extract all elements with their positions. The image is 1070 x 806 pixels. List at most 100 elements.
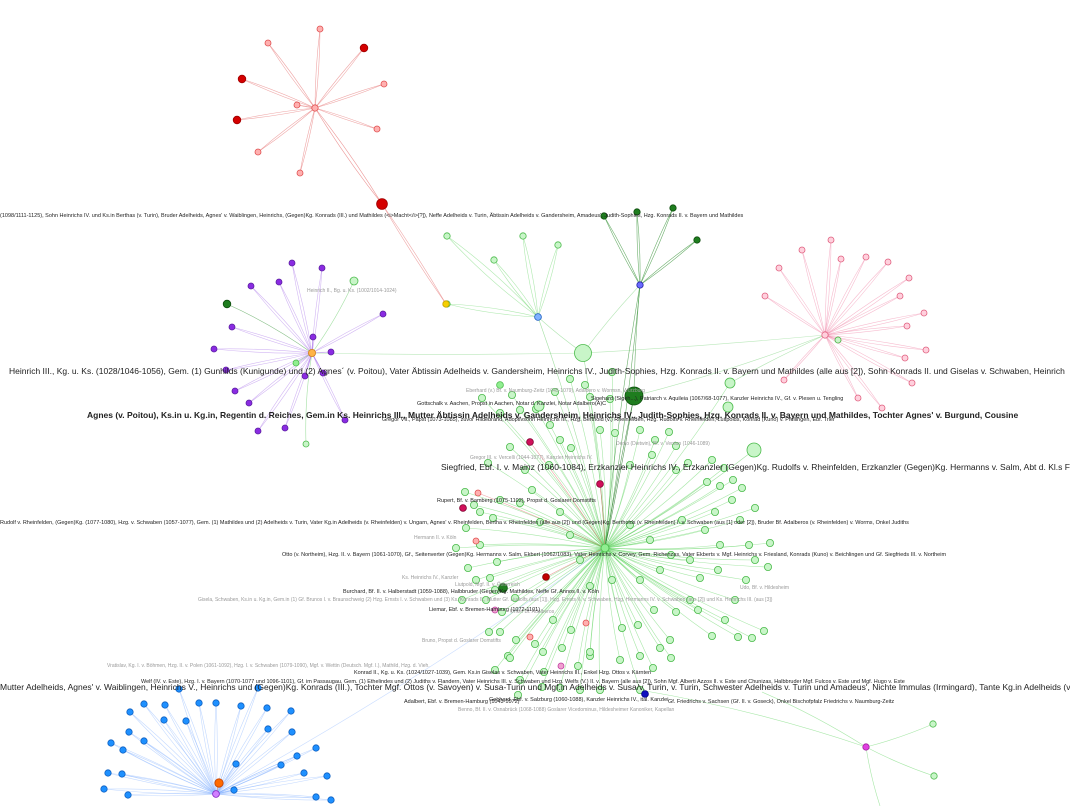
pink-node[interactable] [854,394,862,402]
green-node[interactable] [457,596,466,605]
green-node[interactable] [349,276,359,286]
pink-node[interactable] [903,322,911,330]
blue-node[interactable] [140,737,148,745]
purple-node[interactable] [379,310,387,318]
green-node[interactable] [546,420,555,429]
pink-node[interactable] [922,346,930,354]
green-node[interactable] [686,596,695,605]
crimson-node[interactable] [459,504,467,512]
green-node[interactable] [505,654,514,663]
pink-node[interactable] [582,619,590,627]
pink-node[interactable] [780,376,788,384]
blue-node[interactable] [232,760,240,768]
green-node[interactable] [701,526,710,535]
green-node[interactable] [451,544,460,553]
green-node[interactable] [731,596,740,605]
green-node[interactable] [490,666,499,675]
green-node[interactable] [651,435,660,444]
green-node[interactable] [724,377,736,389]
blue-node[interactable] [287,707,295,715]
pink-node[interactable] [901,354,909,362]
blue-node[interactable] [182,717,190,725]
green-node[interactable] [694,606,703,615]
purple-node[interactable] [222,366,230,374]
pink-node[interactable] [884,258,892,266]
blue-node[interactable] [264,725,272,733]
green-node[interactable] [566,374,575,383]
green-node[interactable] [505,442,514,451]
blue-node[interactable] [140,700,148,708]
green-node[interactable] [521,465,530,474]
darkgreen-node[interactable] [222,299,232,309]
green-node-large[interactable] [574,344,592,362]
darkgreen-node[interactable] [600,212,608,220]
green-node[interactable] [722,401,734,413]
green-node[interactable] [477,393,486,402]
green-node[interactable] [567,626,576,635]
green-node[interactable] [708,455,717,464]
green-node[interactable] [483,458,492,467]
green-node[interactable] [539,648,548,657]
red-node[interactable] [373,125,381,133]
darkgreen-node-large[interactable] [624,386,644,406]
green-node[interactable] [611,428,620,437]
green-node[interactable] [736,516,745,525]
green-node[interactable] [443,232,451,240]
red-node[interactable] [237,74,247,84]
green-node[interactable] [606,394,615,403]
pink-node[interactable] [837,255,845,263]
green-node[interactable] [567,443,576,452]
red-hub-node[interactable] [311,104,319,112]
green-node[interactable] [742,576,751,585]
green-node[interactable] [471,576,480,585]
green-node[interactable] [481,596,490,605]
darkgreen-node[interactable] [693,236,701,244]
green-node[interactable] [720,463,729,472]
green-node[interactable] [581,380,590,389]
green-node[interactable] [488,514,497,523]
green-node[interactable] [716,541,725,550]
green-node[interactable] [596,686,605,695]
green-node[interactable] [516,498,525,507]
green-node[interactable] [475,507,484,516]
red-node[interactable] [380,80,388,88]
green-node[interactable] [764,563,773,572]
blue-node[interactable] [160,716,168,724]
green-node[interactable] [495,628,504,637]
green-node[interactable] [678,516,687,525]
blue-node[interactable] [175,685,183,693]
green-node[interactable] [496,381,504,389]
darkgreen-node[interactable] [669,204,677,212]
blue-node[interactable] [126,708,134,716]
green-node[interactable] [721,616,730,625]
blue-node[interactable] [125,728,133,736]
green-node[interactable] [596,425,605,434]
green-node[interactable] [576,556,585,565]
purple-node[interactable] [210,345,218,353]
blue-node[interactable] [118,770,126,778]
purple-node[interactable] [309,333,317,341]
green-node[interactable] [696,574,705,583]
green-node[interactable] [834,336,842,344]
green-node[interactable] [533,400,545,412]
pink-node[interactable] [905,274,913,282]
pink-node[interactable] [862,253,870,261]
red-node[interactable] [296,169,304,177]
red-node[interactable] [359,43,369,53]
green-node[interactable] [516,405,525,414]
blue-node[interactable] [327,796,335,804]
green-node[interactable] [636,686,645,695]
green-node[interactable] [650,606,659,615]
purple-node[interactable] [327,348,335,356]
blue-node[interactable] [293,752,301,760]
green-node[interactable] [576,686,585,695]
green-node[interactable] [469,500,478,509]
green-node[interactable] [751,503,760,512]
green-node[interactable] [711,507,720,516]
green-node[interactable] [666,636,675,645]
darkgreen-node[interactable] [636,281,644,289]
green-node[interactable] [460,487,469,496]
darkgreen-node[interactable] [498,583,508,593]
pink-node[interactable] [761,292,769,300]
blue-node[interactable] [323,772,331,780]
